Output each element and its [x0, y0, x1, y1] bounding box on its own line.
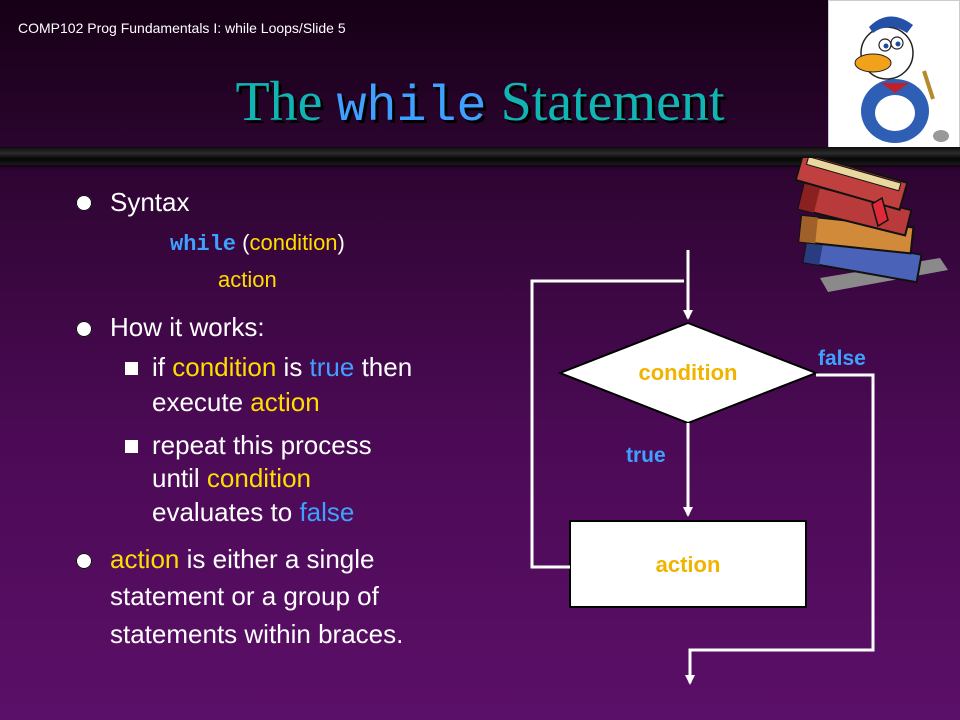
condition-label: condition	[639, 360, 738, 385]
donald-duck-clipart	[828, 0, 960, 150]
syntax-label: Syntax	[110, 187, 190, 217]
books-icon	[794, 151, 948, 292]
sub-bullet-square	[125, 362, 138, 375]
syntax-paren-open: (	[242, 230, 250, 255]
sub-bullet-square	[125, 440, 138, 453]
false-label: false	[818, 347, 866, 370]
syntax-action: action	[218, 267, 277, 292]
books-clipart	[780, 151, 950, 298]
text-execute: execute	[152, 387, 251, 417]
how-sub2-line3: evaluates to false	[152, 497, 354, 528]
text-condition: condition	[206, 463, 311, 493]
loop-back-line	[530, 279, 684, 569]
syntax-keyword: while	[170, 232, 237, 257]
text-action: action	[250, 387, 320, 417]
text-true: true	[309, 352, 355, 382]
action-line1: action is either a single	[110, 544, 375, 575]
text-false: false	[299, 497, 355, 527]
donald-duck-icon	[854, 16, 949, 143]
how-sub2-line2: until condition	[152, 463, 311, 494]
text-action: action	[110, 544, 180, 574]
action-line2: statement or a group of	[110, 581, 379, 611]
title-suffix: Statement	[486, 71, 725, 133]
syntax-condition: condition	[249, 230, 338, 255]
how-it-works-label: How it works:	[110, 312, 265, 342]
action-line3: statements within braces.	[110, 619, 404, 649]
bullet-dot	[76, 195, 92, 211]
how-sub1-line1: if condition is true then	[152, 352, 412, 383]
syntax-paren-close: )	[337, 230, 345, 255]
text-is: is	[276, 352, 310, 382]
title-prefix: The	[235, 71, 337, 133]
title-divider	[0, 147, 960, 165]
bullet-dot	[76, 553, 92, 569]
title-keyword: while	[336, 79, 487, 136]
action-box	[569, 520, 807, 608]
text-evaluates-to: evaluates to	[152, 497, 300, 527]
syntax-line-while: while (condition)	[170, 230, 345, 257]
slide-title: The while Statement	[0, 70, 960, 136]
text-condition: condition	[172, 352, 277, 382]
how-sub1-line2: execute action	[152, 387, 320, 418]
false-path	[685, 373, 875, 685]
bullet-dot	[76, 321, 92, 337]
while-flowchart: condition true action false	[530, 250, 875, 685]
slide-header: COMP102 Prog Fundamentals I: while Loops…	[18, 20, 346, 36]
how-sub2-line1: repeat this process	[152, 430, 372, 460]
text-then: then	[354, 352, 413, 382]
true-label: true	[626, 444, 666, 467]
text-is-either: is either a single	[179, 544, 375, 574]
action-label: action	[656, 552, 721, 577]
text-until: until	[152, 463, 207, 493]
text-if: if	[152, 352, 173, 382]
